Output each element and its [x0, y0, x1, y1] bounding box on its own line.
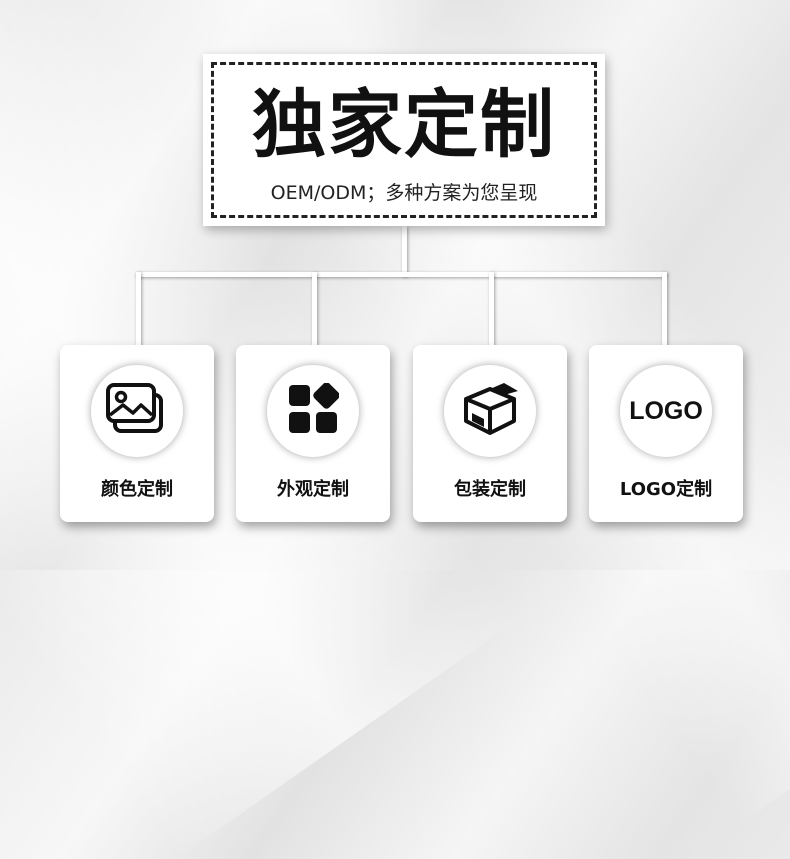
title-box: 独家定制 OEM/ODM；多种方案为您呈现 [203, 54, 605, 226]
icon-circle [444, 365, 536, 457]
image-gallery-icon [105, 381, 169, 441]
icon-circle [267, 365, 359, 457]
card-label: LOGO定制 [619, 479, 713, 500]
box-icon [460, 381, 520, 441]
connector-line [136, 272, 666, 277]
connector-line [312, 272, 317, 347]
card-appearance-custom: 外观定制 [236, 345, 390, 522]
connector-line [489, 272, 494, 347]
icon-circle [91, 365, 183, 457]
connector-line [136, 272, 141, 347]
icon-circle: LOGO [620, 365, 712, 457]
card-packaging-custom: 包装定制 [413, 345, 567, 522]
dashed-border [211, 62, 597, 218]
card-label: 颜色定制 [101, 479, 173, 500]
page-subtitle: OEM/ODM；多种方案为您呈现 [270, 182, 538, 204]
connector-line [662, 272, 667, 347]
card-color-custom: 颜色定制 [60, 345, 214, 522]
page-title: 独家定制 [252, 82, 556, 168]
shapes-icon [287, 382, 340, 439]
card-logo-custom: LOGO LOGO定制 [589, 345, 743, 522]
card-label: 外观定制 [277, 479, 349, 500]
connector-line [402, 226, 407, 276]
logo-text-icon: LOGO [629, 396, 703, 425]
card-label: 包装定制 [454, 479, 526, 500]
